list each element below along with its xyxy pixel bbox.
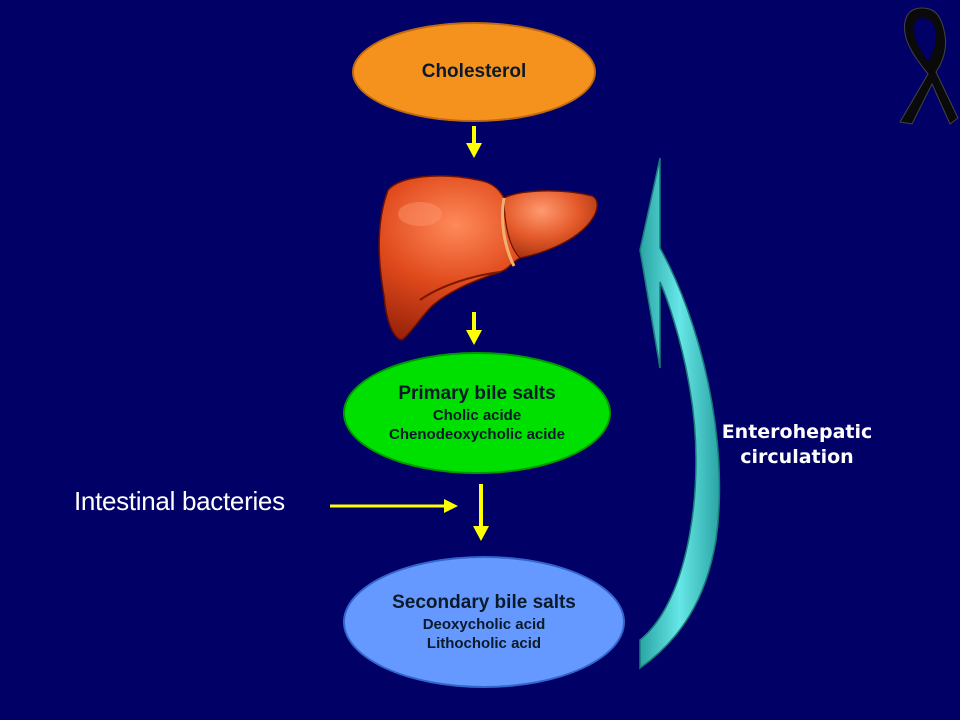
arrow-primary-to-secondary: [473, 484, 489, 541]
entero-line-2: circulation: [740, 446, 854, 468]
enterohepatic-return-arrow: [639, 157, 721, 670]
secondary-line-1: Deoxycholic acid: [422, 616, 546, 633]
secondary-bile-salts-node: Secondary bile salts Deoxycholic acid Li…: [343, 556, 625, 688]
secondary-line-2: Lithocholic acid: [426, 635, 542, 652]
arrow-liver-to-primary: [466, 312, 482, 345]
enterohepatic-circulation-label: Enterohepatic circulation: [712, 420, 882, 470]
cholesterol-title: Cholesterol: [421, 61, 527, 82]
primary-line-1: Cholic acide: [432, 407, 522, 424]
secondary-title: Secondary bile salts: [392, 592, 576, 613]
arrow-bacteria: [330, 499, 458, 513]
primary-bile-salts-node: Primary bile salts Cholic acide Chenodeo…: [343, 352, 611, 474]
entero-line-1: Enterohepatic: [721, 421, 873, 443]
primary-title: Primary bile salts: [398, 383, 556, 404]
arrow-cholesterol-to-liver: [466, 126, 482, 158]
intestinal-bacteria-label: Intestinal bacteries: [74, 486, 285, 516]
cholesterol-node: Cholesterol: [352, 22, 596, 122]
liver-illustration: [378, 175, 598, 341]
awareness-ribbon-icon: [899, 7, 959, 125]
primary-line-2: Chenodeoxycholic acide: [389, 426, 565, 443]
